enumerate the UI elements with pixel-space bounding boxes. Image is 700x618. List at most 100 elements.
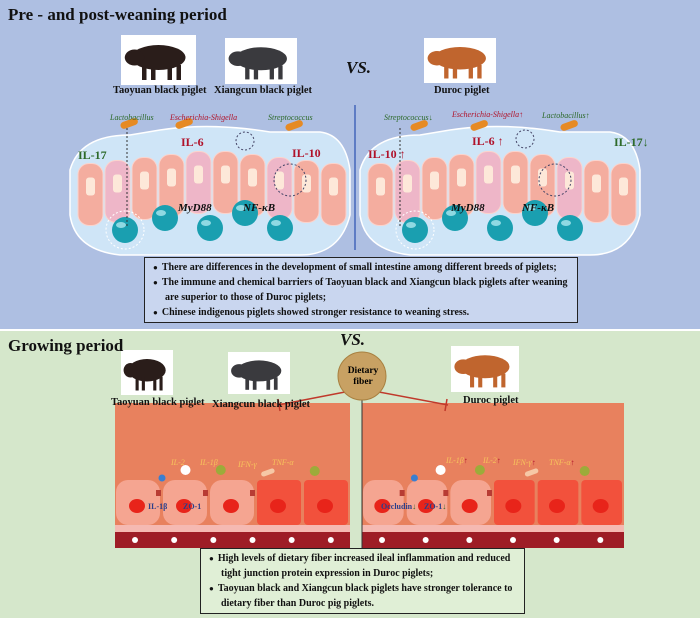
blood-cell <box>288 537 295 543</box>
duroc-piglet-image-body <box>460 355 510 379</box>
cell-nucleus <box>129 499 145 513</box>
label-nfkb: NF-κB <box>243 202 276 214</box>
blood-cell <box>171 537 178 543</box>
xiangcun-piglet-image-leg <box>245 65 250 80</box>
label-text: IL-6 <box>472 134 495 148</box>
blood-cell <box>597 537 604 543</box>
label-myd88-duroc: MyD88 <box>451 202 485 214</box>
cytokine-name: IL-2 <box>483 456 497 465</box>
duroc-piglet-image-leg <box>501 373 506 388</box>
duroc-piglet-image-leg <box>478 373 483 388</box>
goblet-cell <box>329 177 338 196</box>
cell-nucleus <box>374 499 391 513</box>
tight-junction-label: Occludin↓ <box>381 502 416 511</box>
goblet-cell <box>140 171 149 190</box>
cytokine-dot <box>435 465 446 475</box>
immune-cell-sphere <box>402 217 428 243</box>
growing-summary-box: High levels of dietary fiber increased i… <box>200 548 525 614</box>
basement-membrane <box>362 525 624 532</box>
taoyuan-piglet-image-head <box>123 363 138 378</box>
taoyuan-piglet-image-leg <box>135 377 139 391</box>
label-il6-duroc: IL-6 ↑ <box>472 134 504 149</box>
immune-cell-sphere <box>557 215 583 241</box>
up-arrow-icon: ↑ <box>463 456 468 465</box>
inhibition-bar <box>277 398 281 412</box>
xiangcun-piglet-image-leg <box>278 65 283 80</box>
sphere-highlight <box>116 222 126 228</box>
xiangcun-piglet-image-leg <box>245 377 250 390</box>
blood-cell <box>210 537 217 543</box>
cytokine-label: IL-1β↑ <box>446 456 468 465</box>
blood-vessel <box>362 532 624 548</box>
section-title-weaning: Pre - and post-weaning period <box>8 5 227 24</box>
blood-cell <box>466 537 473 543</box>
section-title-growing: Growing period <box>8 336 124 355</box>
inhibition-line <box>378 391 449 406</box>
taoyuan-piglet-image-leg <box>141 377 145 391</box>
label-il6: IL-6 <box>181 135 204 149</box>
pig-label-duroc: Duroc piglet <box>463 395 519 406</box>
dietary-fiber-icon <box>337 351 387 401</box>
duroc-piglet-image-body <box>434 47 486 70</box>
blood-cell <box>510 537 516 543</box>
taoyuan-piglet-image-leg <box>151 65 156 80</box>
immune-cell-sphere <box>487 215 513 241</box>
tj-name: ZO-1 <box>424 502 443 511</box>
tj-name: Occludin <box>381 502 413 511</box>
cytokine-dot <box>309 466 320 476</box>
intestine-panel <box>362 403 624 548</box>
taoyuan-piglet-image-leg <box>167 65 172 80</box>
label-text: IL-17 <box>614 135 643 149</box>
sphere-highlight <box>236 205 246 211</box>
duroc-piglet-image-leg <box>444 65 449 79</box>
dashed-magnify-circle <box>515 129 535 149</box>
bacteria-escherichia: Escherichia-Shigella <box>170 113 238 122</box>
cytokine-label: IL-1β <box>200 458 218 467</box>
bacterium-icon <box>285 120 303 131</box>
pig-label-xiangcun: Xiangcun black piglet <box>212 399 311 410</box>
cytokine-name: TNF-α <box>549 458 571 467</box>
label-il10: IL-10 <box>292 146 321 160</box>
label-il17: IL-17 <box>78 148 107 162</box>
xiangcun-piglet-image-body <box>235 47 287 71</box>
xiangcun-piglet-image-leg <box>269 65 274 80</box>
bacteria-lactobacillus-duroc: Lactobacillus↑ <box>542 111 590 120</box>
xiangcun-piglet-image-leg <box>252 377 257 390</box>
cytokine-label: TNF-α <box>272 458 294 467</box>
label-myd88: MyD88 <box>178 202 212 214</box>
highlight-circle <box>395 210 435 250</box>
summary-item: The immune and chemical barriers of Taoy… <box>151 275 571 305</box>
goblet-cell <box>430 171 439 190</box>
up-arrow-icon: ↑ <box>496 456 501 465</box>
duroc-piglet-image-leg <box>477 65 482 79</box>
goblet-cell <box>302 174 311 193</box>
sphere-highlight <box>561 220 571 226</box>
goblet-cell <box>248 168 257 187</box>
inhibition-line <box>277 391 346 406</box>
cytokine-name: IFN-γ <box>513 458 532 467</box>
bacterium-icon <box>560 120 578 131</box>
bacteria-lactobacillus: Lactobacillus <box>110 113 154 122</box>
weaning-summary-box: There are differences in the development… <box>144 257 578 323</box>
immune-cell-sphere <box>267 215 293 241</box>
tight-junction <box>443 490 449 496</box>
up-arrow-icon: ↑ <box>585 111 590 120</box>
duroc-piglet-image-leg <box>468 65 473 79</box>
down-arrow-icon: ↓ <box>412 502 417 511</box>
pig-label-duroc: Duroc piglet <box>434 85 490 96</box>
tight-junction-label: IL-1β <box>148 502 168 511</box>
cytokine-label: IFN-γ <box>238 460 257 469</box>
pig-label-xiangcun: Xiangcun black piglet <box>214 85 313 96</box>
blood-cell <box>553 537 560 543</box>
bacterium-icon <box>410 120 428 131</box>
immune-cell-sphere <box>152 205 178 231</box>
cell-nucleus <box>418 499 434 513</box>
taoyuan-piglet-image-body <box>128 359 166 382</box>
taoyuan-piglet-image-leg <box>176 65 181 80</box>
bacteria-escherichia-duroc: Escherichia-Shigella↑ <box>452 110 523 119</box>
up-arrow-icon: ↑ <box>519 110 524 119</box>
cytokine-dot <box>410 474 418 482</box>
xiangcun-piglet-image-leg <box>253 65 259 80</box>
taoyuan-piglet-image-leg <box>153 377 157 391</box>
